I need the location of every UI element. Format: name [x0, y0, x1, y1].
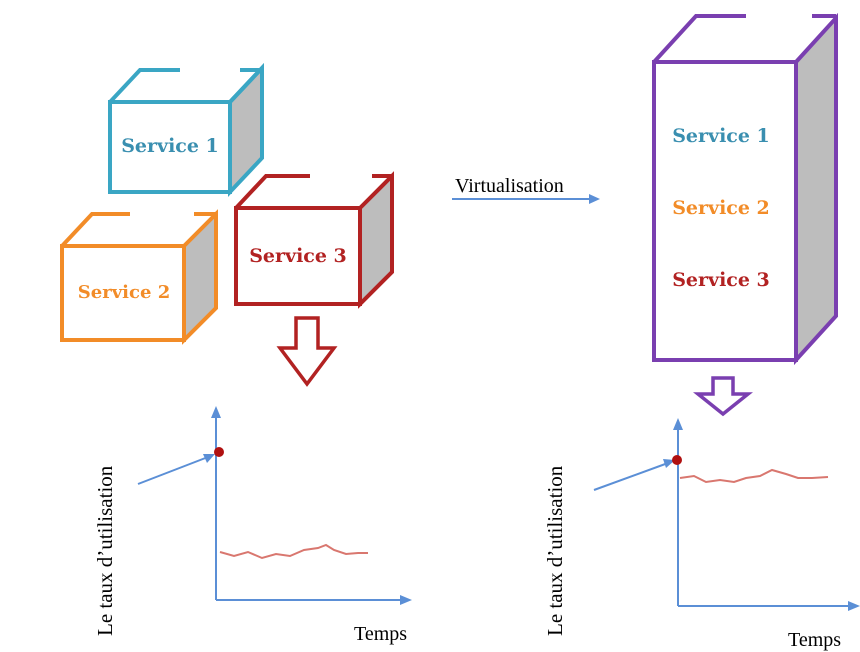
virtualisation-label: Virtualisation [455, 175, 564, 197]
service-2-label: Service 2 [78, 282, 170, 303]
left-pointer-arrowhead-icon [203, 454, 215, 463]
server-service-3-label: Service 3 [672, 269, 770, 291]
left-utilisation-chart: Le taux d’utilisation Temps [93, 406, 412, 645]
right-peak-dot [672, 455, 682, 465]
service-3-label: Service 3 [249, 245, 347, 267]
virtual-server-box: Service 1 Service 2 Service 3 [652, 12, 838, 366]
service-2-box: Service 2 [60, 209, 218, 345]
right-utilisation-curve [679, 468, 829, 484]
left-x-label: Temps [354, 623, 407, 645]
right-x-axis-arrow-icon [848, 601, 860, 611]
right-y-axis-arrow-icon [673, 418, 683, 430]
right-utilisation-chart: Le taux d’utilisation Temps [543, 418, 860, 651]
virtualisation-arrowhead-icon [589, 194, 600, 204]
left-pointer-arrow [137, 456, 209, 485]
right-pointer-arrowhead-icon [663, 459, 675, 468]
right-x-label: Temps [788, 629, 841, 651]
right-y-label: Le taux d’utilisation [543, 465, 567, 636]
server-service-2-label: Service 2 [672, 197, 770, 219]
left-down-arrow-icon [276, 316, 338, 387]
right-down-arrow-icon [693, 376, 753, 417]
service-3-box: Service 3 [234, 171, 394, 309]
right-pointer-arrow [593, 462, 669, 491]
left-peak-dot [214, 447, 224, 457]
left-y-label: Le taux d’utilisation [93, 465, 117, 636]
server-service-1-label: Service 1 [672, 125, 770, 147]
service-1-box: Service 1 [108, 62, 264, 198]
service-1-label: Service 1 [121, 135, 219, 157]
left-y-axis-arrow-icon [211, 406, 221, 418]
left-x-axis-arrow-icon [400, 595, 412, 605]
left-utilisation-curve [219, 543, 368, 560]
